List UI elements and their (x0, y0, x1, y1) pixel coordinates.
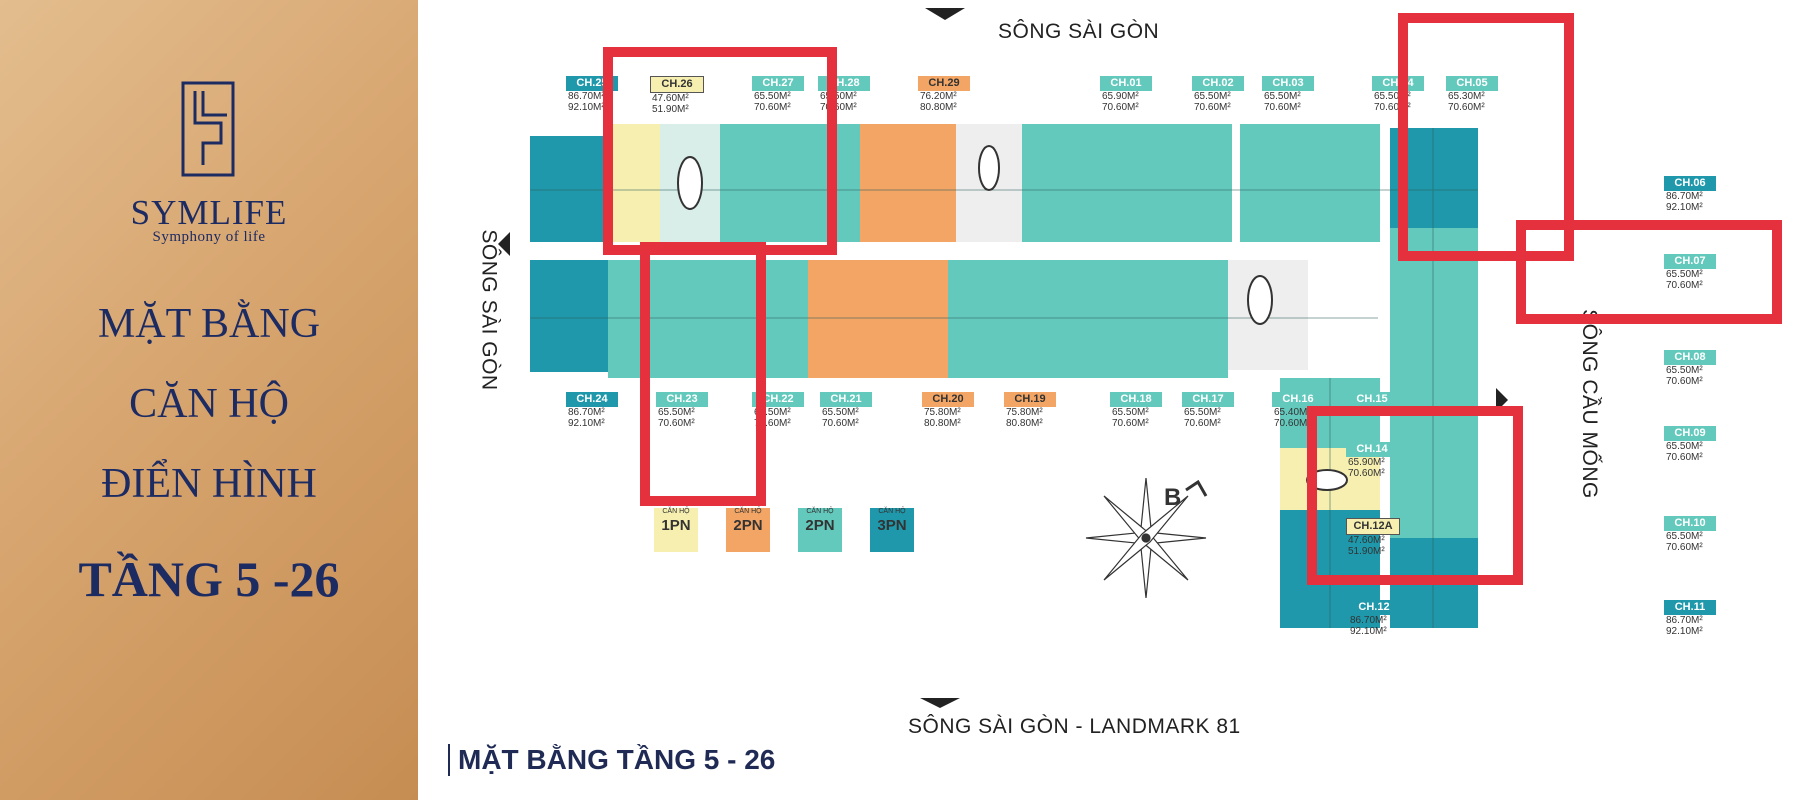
compass-label: B (1164, 484, 1182, 511)
headline-line-2: CĂN HỘ (129, 381, 289, 427)
unit-block-ch26 (608, 124, 660, 242)
unit-block-ch05 (1310, 124, 1380, 242)
headline-line-3: ĐIỂN HÌNH (101, 461, 317, 507)
stair-core-icon (978, 145, 1000, 191)
unit-block-ch02 (1092, 124, 1162, 242)
floor-plan: SÔNG SÀI GÒN SÔNG SÀI GÒN SÔNG CẦU MỐNG … (418, 0, 1800, 800)
unit-block-ch10 (1390, 448, 1478, 538)
unit-block-ch25 (530, 136, 608, 242)
river-label-right: SÔNG CẦU MỐNG (1577, 309, 1601, 499)
arrow-left-icon (498, 232, 510, 256)
unit-block-ch04 (1240, 124, 1310, 242)
unit-block-ch27 (720, 124, 800, 242)
floor-plan-drawing (498, 8, 1568, 708)
unit-block-ch29 (860, 124, 956, 242)
symlife-logo-icon (181, 81, 235, 177)
unit-block-ch19 (878, 260, 948, 378)
unit-block-ch18 (948, 260, 1022, 378)
compass-icon (1085, 477, 1208, 599)
stair-a-icon (677, 156, 703, 210)
highlight-box-ch07 (1516, 220, 1782, 324)
unit-block-ch23 (608, 260, 668, 378)
arrow-bottom-icon (920, 698, 960, 708)
unit-block-ch22 (668, 260, 728, 378)
unit-block-ch01 (1022, 124, 1092, 242)
river-label-top: SÔNG SÀI GÒN (998, 20, 1160, 43)
floor-plan-title: MẶT BẰNG TẦNG 5 - 26 (448, 744, 775, 776)
highlight-box-ch23 (640, 242, 766, 506)
unit-block-ch15 (1162, 260, 1228, 378)
unit-block-ch17 (1022, 260, 1092, 378)
river-label-bottom: SÔNG SÀI GÒN - LANDMARK 81 (908, 715, 1241, 738)
unit-block-ch16 (1092, 260, 1162, 378)
highlight-box-ch05 (1398, 13, 1574, 261)
unit-block-ch08 (1390, 308, 1478, 378)
headline-line-4: TẦNG 5 -26 (78, 551, 340, 607)
brand-tagline: Symphony of life (152, 229, 266, 245)
unit-block-ch20 (808, 260, 878, 378)
river-label-left: SÔNG SÀI GÒN (477, 229, 501, 391)
brand-name: SYMLIFE (130, 193, 288, 232)
headline-line-1: MẶT BẰNG (97, 301, 321, 347)
highlight-box-ch14-ch12a (1307, 406, 1523, 585)
title-panel: SYMLIFE Symphony of life MẶT BẰNG CĂN HỘ… (0, 0, 418, 800)
arrow-top-icon (925, 8, 965, 20)
highlight-box-ch26-ch27 (603, 47, 837, 255)
stair-b-icon (1247, 275, 1273, 325)
unit-block-ch03 (1162, 124, 1232, 242)
unit-block-ch24 (530, 260, 608, 372)
unit-block-ch21 (728, 260, 808, 378)
